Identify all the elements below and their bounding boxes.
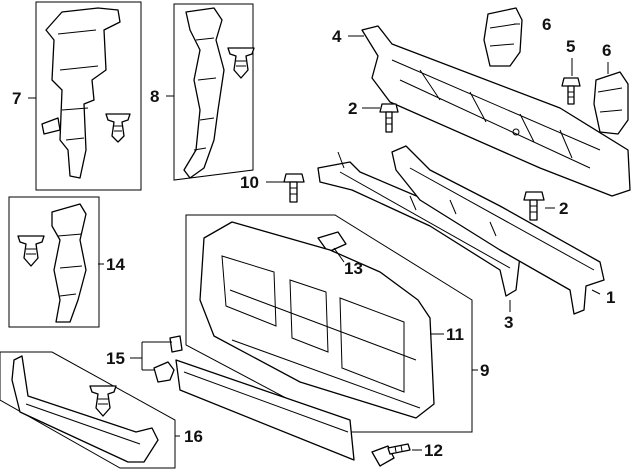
- callout-2-lower: 2: [559, 199, 568, 218]
- part-14-air-deflector: [51, 203, 87, 323]
- part-14-push-pin-clip: [17, 235, 45, 267]
- callout-16: 16: [184, 427, 203, 446]
- part-4-radiator-upper-shield: [361, 25, 631, 197]
- frame-part-8: [173, 3, 254, 181]
- callout-12: 12: [424, 441, 443, 460]
- lower-deflector-strip: [175, 359, 355, 461]
- part-12-bolt: [371, 443, 411, 467]
- part-6-bracket-upper: [483, 7, 523, 67]
- part-7-push-pin-clip: [105, 113, 131, 143]
- frame-part-9: [185, 214, 473, 433]
- part-2-bolt-lower: [523, 191, 545, 221]
- callout-15: 15: [106, 349, 125, 368]
- callout-10: 10: [240, 173, 259, 192]
- callout-4: 4: [332, 27, 342, 46]
- part-15-fastener: [153, 335, 183, 383]
- frame-part-16: [0, 351, 176, 469]
- part-7-air-deflector: [41, 7, 121, 179]
- callout-13: 13: [344, 259, 363, 278]
- callout-5: 5: [566, 37, 575, 56]
- callout-14: 14: [106, 255, 125, 274]
- callout-9: 9: [480, 361, 489, 380]
- callout-8: 8: [150, 87, 159, 106]
- part-13-clip: [317, 231, 347, 253]
- part-5-bolt: [561, 77, 581, 105]
- part-10-bolt: [283, 173, 305, 203]
- callout-6-upper: 6: [542, 15, 551, 34]
- part-3-tie-bar: [317, 151, 521, 297]
- part-1-tie-bar: [391, 145, 605, 315]
- callout-1: 1: [606, 288, 615, 307]
- part-16-air-deflector: [11, 355, 159, 463]
- frame-part-7: [35, 1, 142, 191]
- part-8-air-deflector: [183, 7, 225, 179]
- part-2-bolt-upper: [379, 103, 399, 133]
- leader-lines: [28, 23, 609, 451]
- callout-2-upper: 2: [348, 99, 357, 118]
- part-16-push-pin-clip: [89, 385, 117, 417]
- callout-6-lower: 6: [602, 41, 611, 60]
- callout-7: 7: [12, 89, 21, 108]
- callout-3: 3: [504, 313, 513, 332]
- part-9-radiator-support: [199, 221, 435, 419]
- frame-part-14: [8, 196, 100, 328]
- part-6-bracket-lower: [593, 71, 629, 135]
- part-8-push-pin-clip: [227, 47, 255, 79]
- callout-11: 11: [446, 325, 464, 344]
